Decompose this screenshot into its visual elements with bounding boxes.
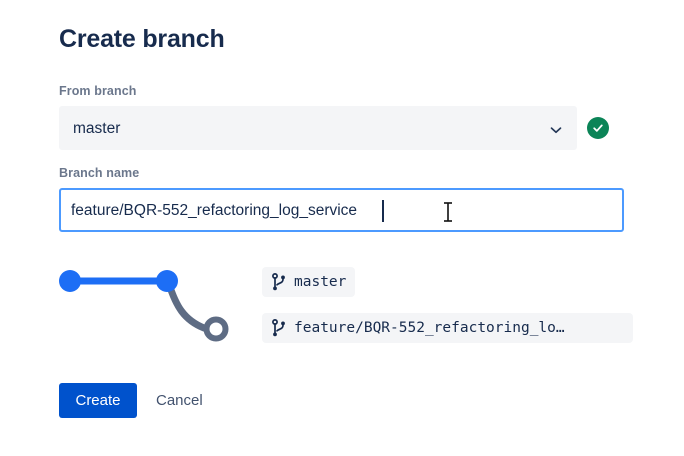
- create-button[interactable]: Create: [59, 383, 137, 418]
- branch-label-master: master: [262, 267, 356, 297]
- cancel-button[interactable]: Cancel: [148, 383, 211, 418]
- text-caret: [382, 200, 384, 222]
- branch-label-text: master: [294, 274, 347, 290]
- branch-name-label: Branch name: [59, 166, 140, 180]
- branch-label-feature: feature/BQR-552_refactoring_lo…: [262, 313, 633, 343]
- commit-node-1: [59, 270, 81, 292]
- branch-name-value: feature/BQR-552_refactoring_log_service: [71, 202, 358, 219]
- from-branch-select[interactable]: master: [59, 106, 577, 150]
- page-title: Create branch: [59, 25, 225, 53]
- chevron-down-icon[interactable]: [547, 121, 565, 139]
- new-branch-node: [203, 316, 229, 342]
- from-branch-selected-value: master: [73, 120, 121, 137]
- branch-graph: [52, 258, 242, 353]
- commit-node-2: [156, 270, 178, 292]
- graph-branch-curve: [165, 280, 208, 332]
- branch-name-input[interactable]: feature/BQR-552_refactoring_log_service: [59, 188, 624, 232]
- git-branch-icon: [271, 319, 287, 337]
- ibeam-cursor-icon: [442, 201, 454, 223]
- branch-label-text: feature/BQR-552_refactoring_lo…: [294, 320, 565, 336]
- git-branch-icon: [271, 273, 287, 291]
- from-branch-label: From branch: [59, 84, 137, 98]
- from-branch-row: master: [59, 106, 624, 150]
- check-circle-icon: [587, 117, 609, 139]
